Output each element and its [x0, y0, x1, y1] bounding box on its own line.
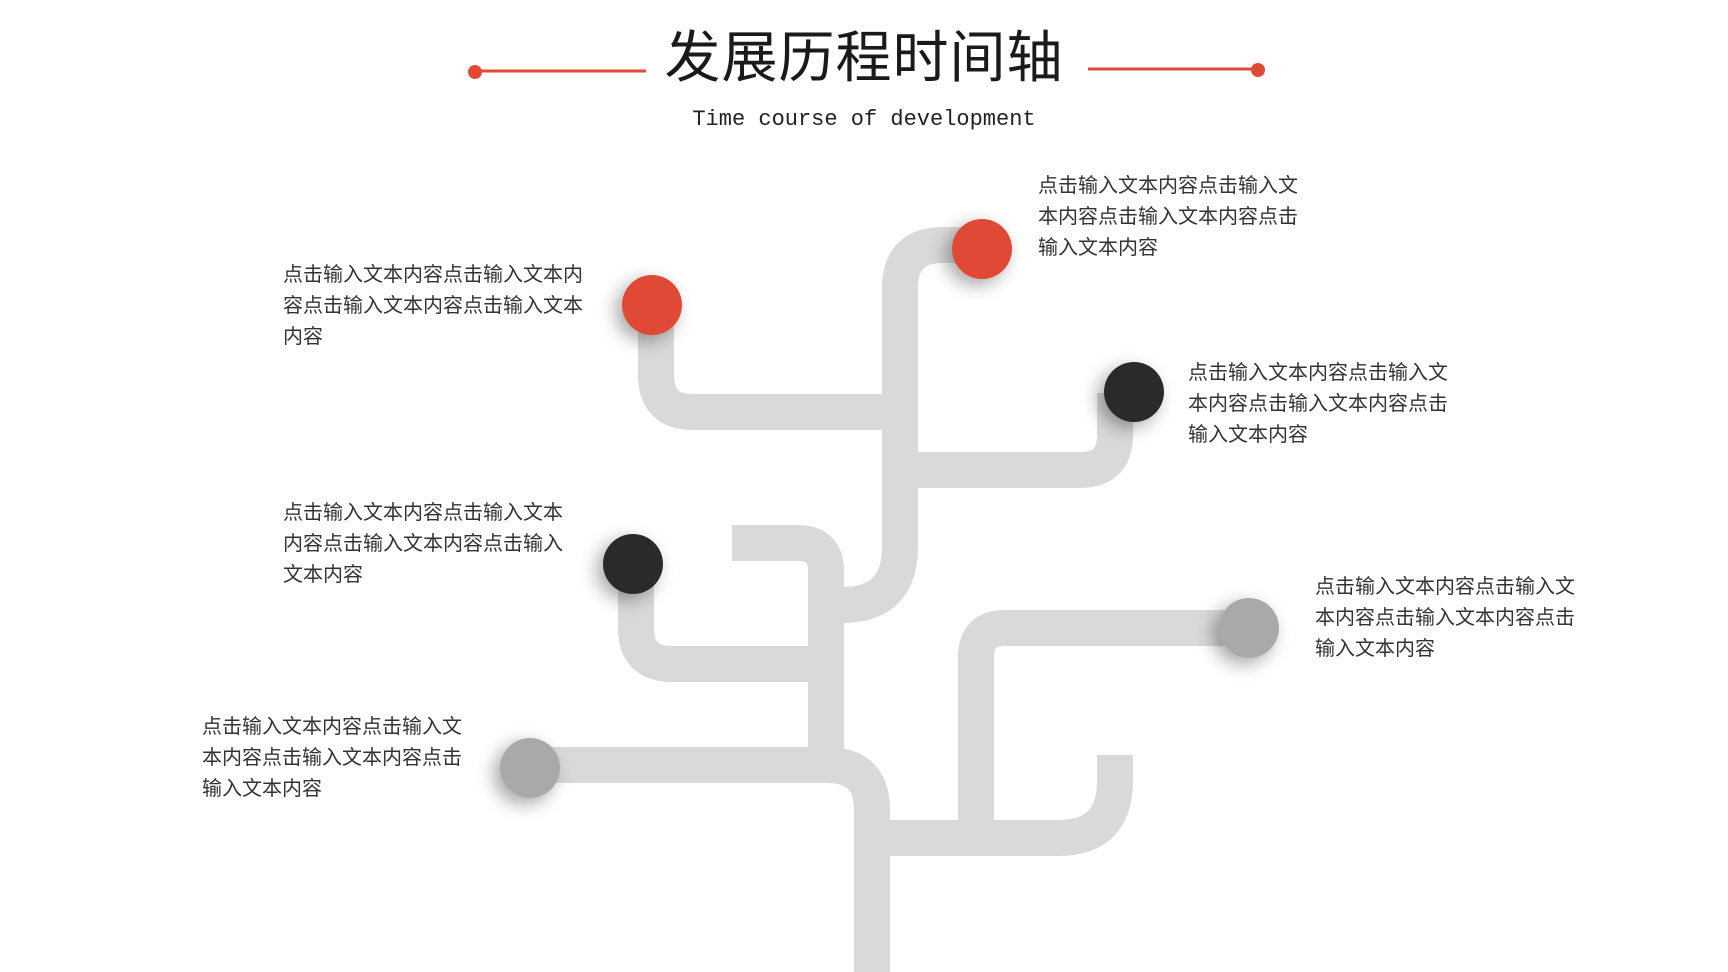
milestone-text-3: 点击输入文本内容点击输入文本内容点击输入文本内容点击输入文本内容: [1188, 360, 1448, 446]
milestone-dot-2[interactable]: [622, 275, 682, 335]
branch-upper-right: [826, 227, 978, 623]
milestone-dot-4[interactable]: [603, 534, 663, 594]
title-rule-right-dot: [1251, 63, 1265, 77]
tree-branches: [542, 227, 1247, 972]
page-subtitle: Time course of development: [692, 107, 1036, 132]
branch-left-dark: [618, 575, 826, 682]
trunk-lower-left: [542, 747, 890, 972]
milestone-dot-5[interactable]: [1219, 598, 1279, 658]
branch-right-gray: [958, 610, 1247, 838]
milestone-dot-1[interactable]: [952, 219, 1012, 279]
milestone-text-1: 点击输入文本内容点击输入文本内容点击输入文本内容点击输入文本内容: [1038, 173, 1298, 259]
milestone-text-5: 点击输入文本内容点击输入文本内容点击输入文本内容点击输入文本内容: [1315, 574, 1575, 660]
title-rule-left-dot: [468, 65, 482, 79]
milestone-text-6: 点击输入文本内容点击输入文本内容点击输入文本内容点击输入文本内容: [202, 714, 462, 800]
branch-hook: [732, 525, 844, 765]
branch-upper-left: [638, 318, 900, 430]
milestone-dot-3[interactable]: [1104, 362, 1164, 422]
branch-right-dark: [900, 393, 1133, 488]
branch-lower-right-hook: [872, 755, 1133, 856]
milestone-text-4: 点击输入文本内容点击输入文本内容点击输入文本内容点击输入文本内容: [283, 500, 563, 586]
page-title: 发展历程时间轴: [664, 26, 1064, 91]
milestone-dot-6[interactable]: [500, 738, 560, 798]
milestone-text-2: 点击输入文本内容点击输入文本内容点击输入文本内容点击输入文本内容: [283, 262, 583, 348]
